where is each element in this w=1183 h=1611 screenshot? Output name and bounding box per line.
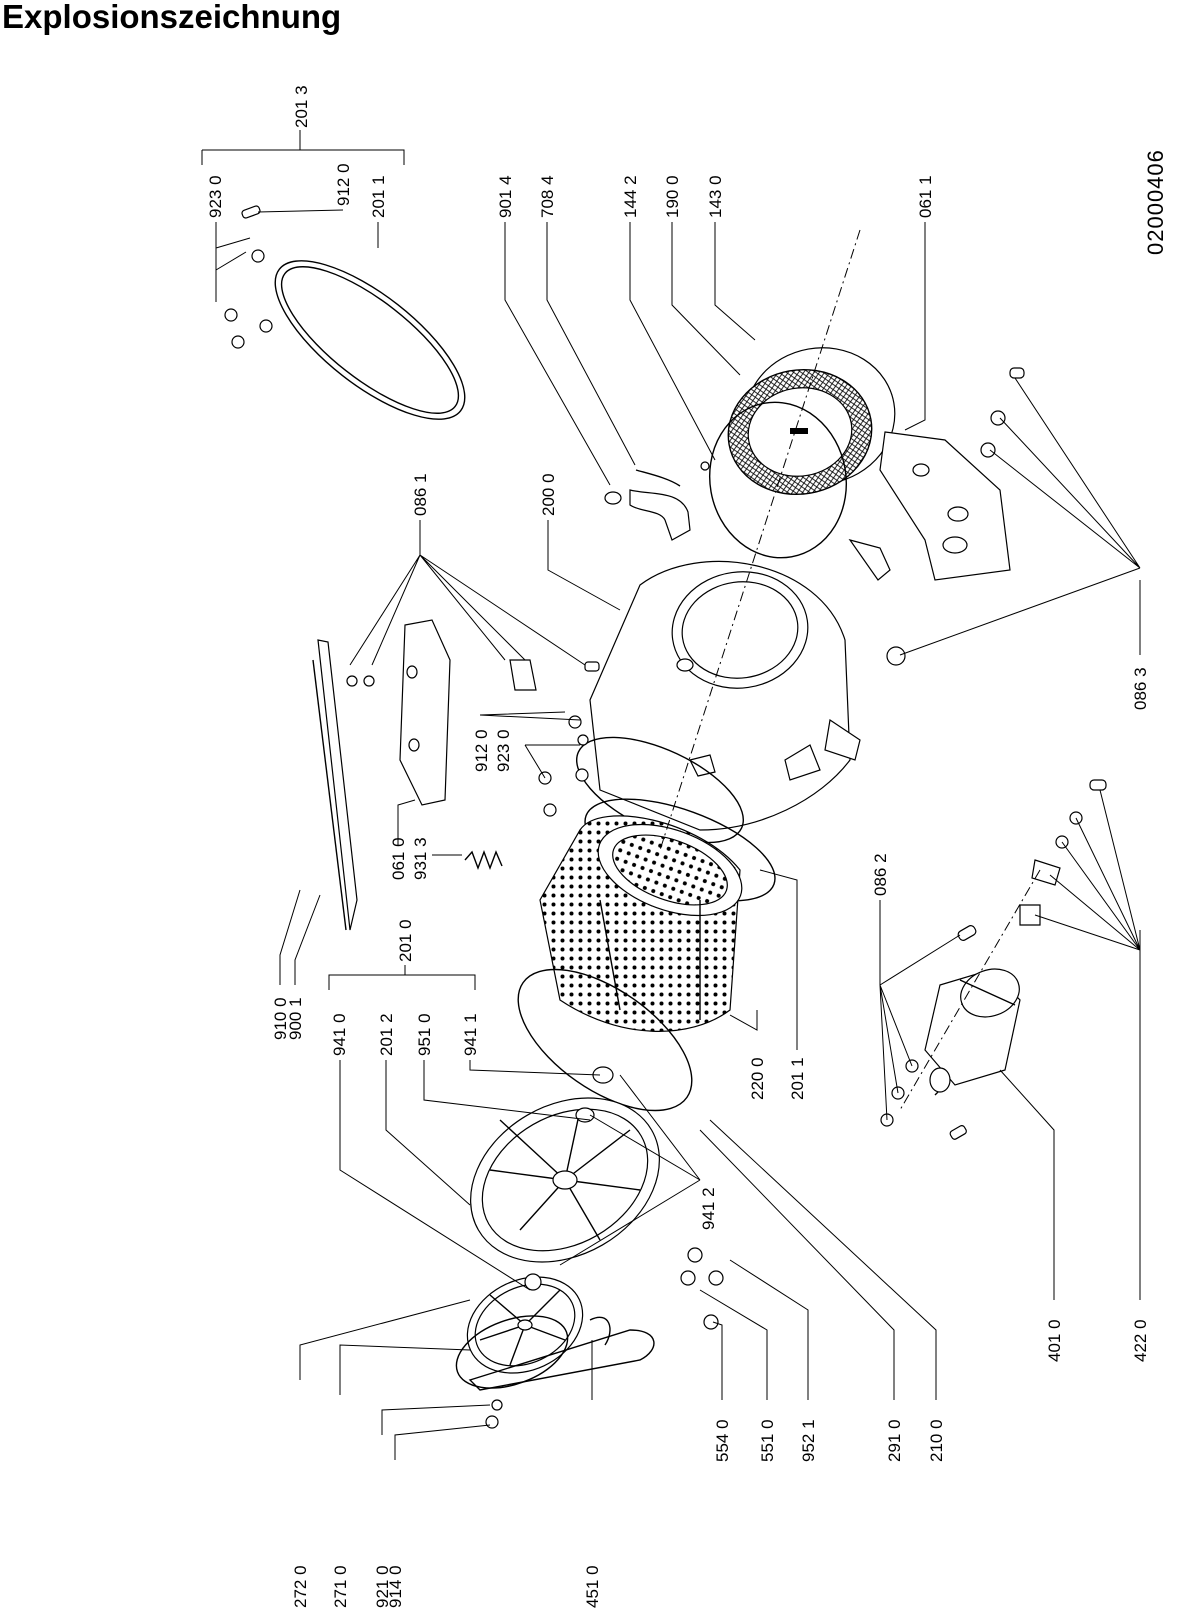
label-061-1: 061 1 (916, 175, 935, 218)
label-210-0: 210 0 (927, 1419, 946, 1462)
clamp-ring-top (224, 205, 466, 420)
label-912-0-top: 912 0 (334, 163, 353, 206)
label-912-0-mid: 912 0 (472, 729, 491, 772)
weight-strip (317, 639, 358, 931)
center-axis (659, 229, 861, 851)
label-422-0: 422 0 (1131, 1319, 1150, 1362)
parts (224, 205, 1107, 1429)
label-061-0: 061 0 (389, 837, 408, 880)
label-200-0: 200 0 (539, 473, 558, 516)
label-941-2: 941 2 (699, 1187, 718, 1230)
leader-lines (201, 130, 1141, 1460)
label-201-0: 201 0 (396, 919, 415, 962)
label-923-0-mid: 923 0 (494, 729, 513, 772)
page-title: Explosionszeichnung (2, 0, 342, 35)
outer-tub (575, 560, 861, 844)
label-220-0: 220 0 (748, 1057, 767, 1100)
label-201-1-mid: 201 1 (788, 1057, 807, 1100)
motor (880, 925, 1021, 1140)
pulley (455, 1273, 584, 1389)
label-086-1: 086 1 (411, 473, 430, 516)
label-901-4: 901 4 (496, 175, 515, 218)
label-952-1: 952 1 (799, 1419, 818, 1462)
label-190-0: 190 0 (663, 175, 682, 218)
label-551-0: 551 0 (758, 1419, 777, 1462)
label-941-0: 941 0 (330, 1013, 349, 1056)
label-708-4: 708 4 (538, 175, 557, 218)
label-201-3-top: 201 3 (292, 85, 311, 128)
label-923-0-top: 923 0 (206, 175, 225, 218)
label-143-0: 143 0 (706, 175, 725, 218)
label-900-1: 900 1 (286, 997, 305, 1040)
part-labels: 201 3 923 0 912 0 201 1 901 4 708 4 144 … (206, 85, 1150, 1608)
document-number: 02000406 (1143, 149, 1168, 255)
door-seal (708, 347, 896, 559)
label-914-0: 914 0 (386, 1565, 405, 1608)
label-921-0: 921 0 (373, 1565, 392, 1608)
spring (464, 850, 503, 870)
drive-belt (468, 1329, 655, 1391)
motor-axis (899, 869, 1041, 1111)
label-951-0: 951 0 (415, 1013, 434, 1056)
label-554-0: 554 0 (713, 1419, 732, 1462)
counterweight-upper (848, 431, 1011, 581)
label-201-2: 201 2 (377, 1013, 396, 1056)
label-086-3: 086 3 (1131, 667, 1150, 710)
label-144-2: 144 2 (621, 175, 640, 218)
label-910-0: 910 0 (271, 997, 290, 1040)
drum (539, 815, 743, 1032)
label-272-0: 272 0 (291, 1565, 310, 1608)
label-941-1: 941 1 (461, 1013, 480, 1056)
hose (604, 461, 710, 541)
label-271-0: 271 0 (331, 1565, 350, 1608)
label-201-1-top: 201 1 (369, 175, 388, 218)
label-401-0: 401 0 (1045, 1319, 1064, 1362)
drum-back-ring (517, 968, 693, 1112)
bolts-086-3 (886, 367, 1025, 666)
counterweight-left (399, 619, 451, 806)
rear-tub-cover (470, 1097, 660, 1263)
label-451-0: 451 0 (583, 1565, 602, 1608)
label-931-3: 931 3 (411, 837, 430, 880)
label-086-2: 086 2 (871, 853, 890, 896)
label-291-0: 291 0 (885, 1419, 904, 1462)
